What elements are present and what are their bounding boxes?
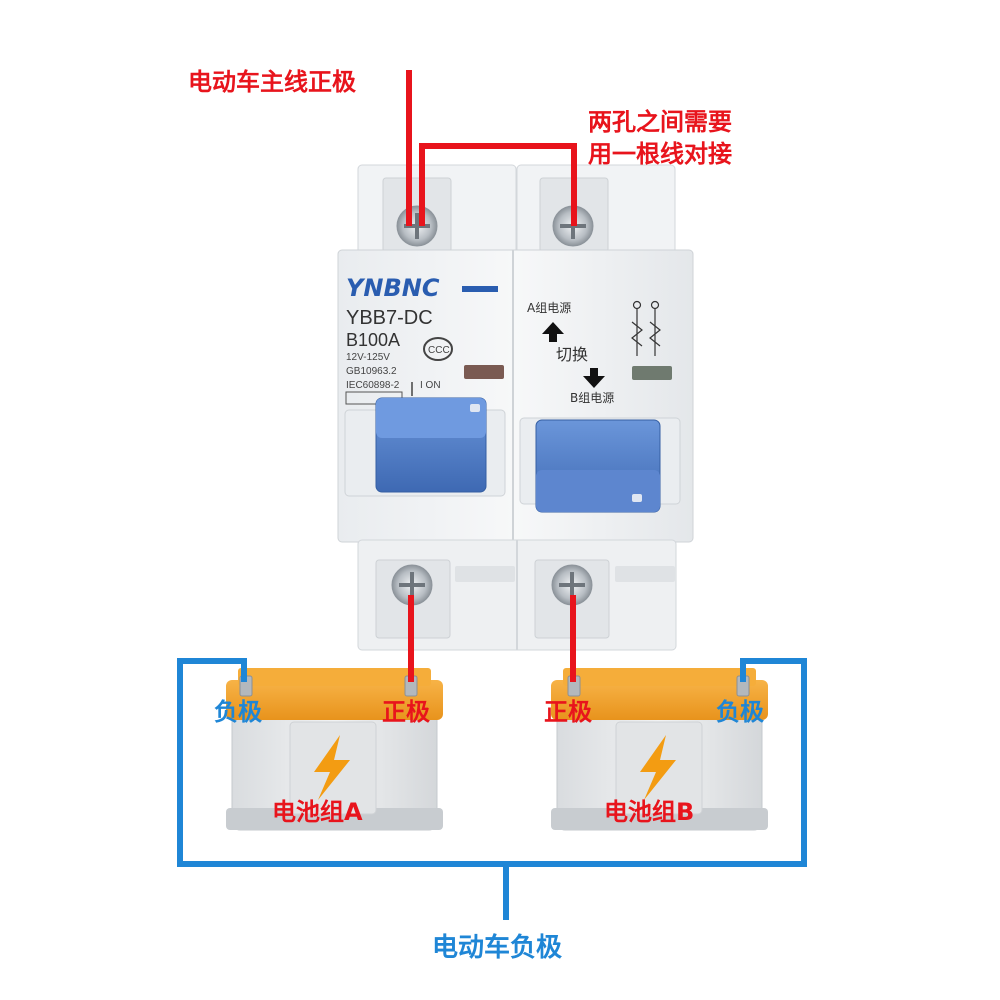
battery-b-name: 电池组B (604, 798, 695, 826)
breaker-handle-a[interactable] (344, 397, 506, 497)
battery-a-negative-label: 负极 (214, 698, 262, 726)
jumper-note-line2: 用一根线对接 (588, 140, 732, 168)
screw-icon (396, 205, 438, 247)
svg-text:CCC: CCC (428, 345, 450, 356)
switch-label: 切换 (556, 345, 588, 364)
circuit-breaker: YNBNC YBB7-DC B100A 12V-125V CCC GB10963… (337, 164, 694, 651)
lightning-icon (314, 735, 350, 800)
ccc-cert-icon: CCC (423, 337, 453, 361)
ev-main-positive-label: 电动车主线正极 (188, 68, 356, 96)
brand-logo: YNBNC (346, 274, 440, 302)
battery-a-positive-label: 正极 (382, 698, 430, 726)
battery-b-negative-label: 负极 (716, 698, 764, 726)
battery-a (226, 668, 443, 831)
jumper-note-line1: 两孔之间需要 (588, 108, 732, 136)
indicator-window (632, 366, 672, 380)
lightning-icon (640, 735, 676, 800)
positive-wires (406, 70, 577, 682)
standard-iec: IEC60898-2 (346, 380, 400, 391)
arrow-up-icon (542, 322, 564, 342)
source-b-label: B组电源 (570, 391, 614, 405)
breaker-rating: B100A (346, 330, 400, 350)
battery-b (551, 668, 768, 831)
standard-gb: GB10963.2 (346, 366, 397, 377)
indicator-window (464, 365, 504, 379)
breaker-handle-b[interactable] (519, 417, 681, 513)
ev-negative-label: 电动车负极 (432, 933, 563, 963)
source-a-label: A组电源 (527, 301, 571, 315)
breaker-model: YBB7-DC (346, 307, 433, 329)
arrow-down-icon (583, 368, 605, 388)
on-label: I ON (420, 380, 441, 391)
negative-wires (177, 658, 807, 920)
breaker-voltage: 12V-125V (346, 352, 390, 363)
battery-a-name: 电池组A (272, 798, 363, 826)
battery-b-positive-label: 正极 (544, 698, 592, 726)
circuit-symbol-icon (631, 300, 661, 356)
screw-icon (551, 564, 593, 606)
